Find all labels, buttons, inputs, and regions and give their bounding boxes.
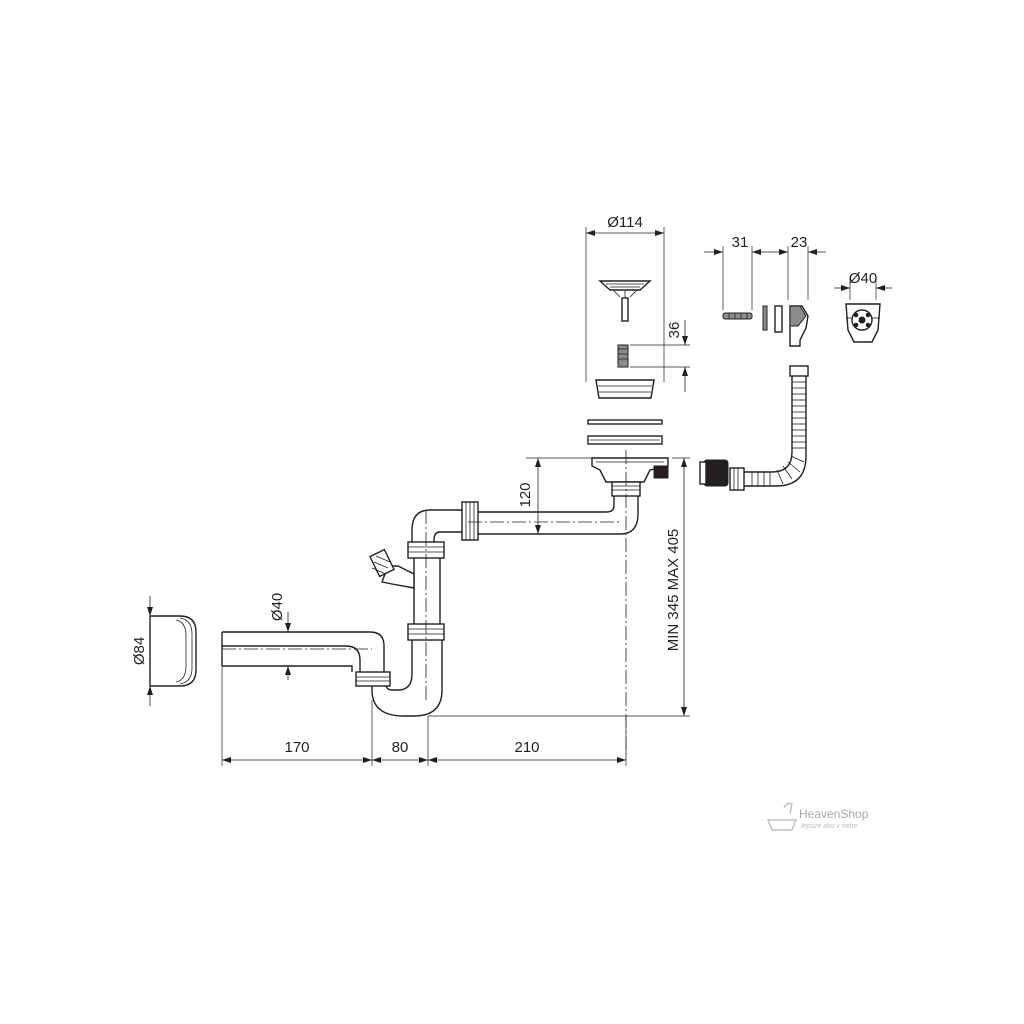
- overflow-hose: [699, 365, 809, 491]
- watermark-tagline: lepsze ako v nebe: [801, 823, 858, 830]
- strainer-basket: [585, 227, 690, 445]
- heavenshop-watermark: HeavenShop lepsze ako v nebe: [766, 802, 869, 831]
- strainer-height-label: 36: [666, 322, 683, 339]
- pipe-diameter-label: Ø40: [269, 593, 286, 621]
- watermark-brand: HeavenShop: [799, 807, 869, 821]
- strainer-diameter-label: Ø114: [607, 214, 643, 231]
- bathtub-logo-icon: [766, 802, 798, 831]
- siphon-assembly: [221, 450, 669, 760]
- pin-width-label: 31: [732, 234, 749, 251]
- rosette-diameter-label: Ø84: [131, 637, 148, 665]
- overflow-parts: [704, 246, 892, 347]
- siphon-height-label: MIN 345 MAX 405: [665, 529, 682, 652]
- cap-width-label: 23: [791, 234, 808, 251]
- inlet-height-label: 120: [517, 482, 534, 507]
- connector-diameter-label: Ø40: [849, 270, 877, 287]
- length-c-label: 210: [514, 739, 539, 756]
- dimension-lines: [221, 457, 690, 766]
- length-a-label: 170: [284, 739, 309, 756]
- length-b-label: 80: [392, 739, 409, 756]
- hose-corrugation: [751, 381, 806, 486]
- wall-rosette: [147, 596, 197, 706]
